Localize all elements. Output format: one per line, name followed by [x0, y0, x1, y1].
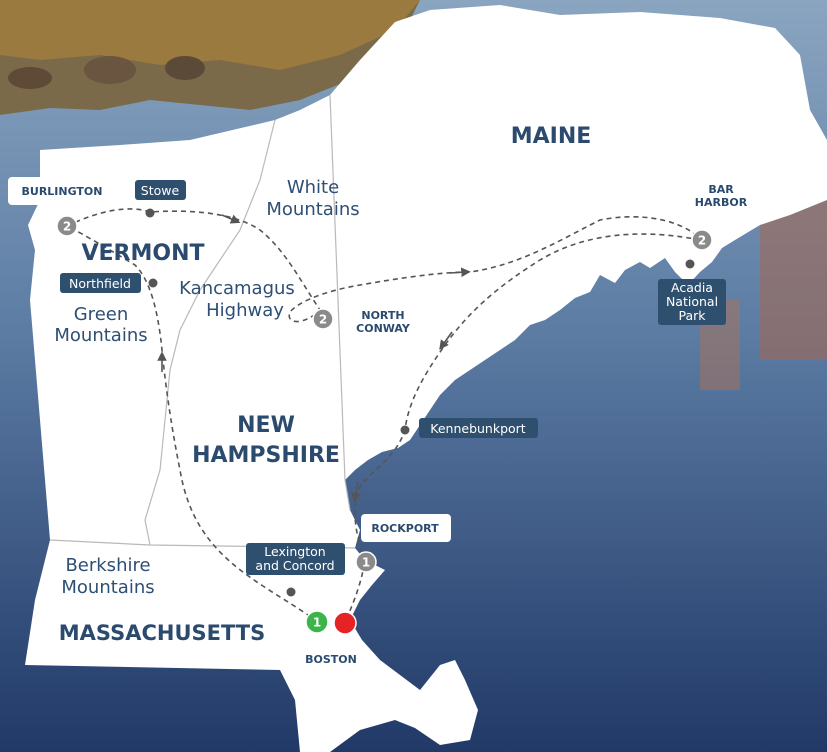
state-label-vermont: VERMONT [81, 241, 204, 266]
stop-dot-lexington [286, 587, 296, 597]
end-marker-boston [333, 611, 357, 635]
rock [8, 67, 52, 89]
route-arrow [449, 267, 471, 278]
region-berkshire-1: Berkshire [65, 555, 150, 576]
city-boston: BOSTON [305, 653, 357, 666]
tag-lexington-box [246, 543, 345, 575]
route-arrow [439, 331, 453, 350]
state-border [329, 94, 351, 511]
stop-dot-acadia [685, 259, 695, 269]
city-bar-harbor-2: HARBOR [695, 196, 748, 209]
stop-dot-stowe [145, 208, 155, 218]
badge-rockport-count: 1 [362, 556, 370, 570]
foliage-reflection [760, 200, 827, 360]
city-rockport: ROCKPORT [371, 522, 439, 535]
region-berkshire-2: Mountains [61, 577, 154, 598]
badge-rockport [355, 551, 377, 573]
state-label-nh-2: HAMPSHIRE [192, 443, 340, 468]
region-white-mountains-2: Mountains [266, 199, 359, 220]
route-arrow [221, 214, 241, 224]
badge-north-conway [312, 308, 334, 330]
city-north-conway-1: NORTH [361, 309, 404, 322]
massachusetts-land [25, 540, 478, 752]
tag-lexington-1: Lexington [264, 544, 325, 559]
tag-acadia-3: Park [678, 308, 706, 323]
region-white-mountains-1: White [287, 177, 339, 198]
region-kancamagus-2: Highway [206, 300, 284, 321]
burlington-label-box [8, 177, 116, 205]
badge-burlington-count: 2 [63, 220, 71, 234]
state-border [144, 119, 276, 546]
route-line [65, 208, 701, 623]
city-burlington: BURLINGTON [22, 185, 103, 198]
route-arrow [351, 481, 361, 503]
state-label-massachusetts: MASSACHUSETTS [59, 621, 265, 645]
badge-bar-harbor-count: 2 [698, 234, 706, 248]
rockport-label-box [361, 514, 451, 542]
rock [84, 56, 136, 84]
tag-northfield-box [60, 273, 141, 293]
tag-kennebunkport-box [419, 418, 538, 438]
stop-dot-kennebunkport [400, 425, 410, 435]
tag-stowe: Stowe [141, 183, 180, 198]
rock [165, 56, 205, 80]
badge-boston-start-count: 1 [313, 616, 321, 630]
maine-land [330, 5, 827, 480]
badge-boston-start [305, 610, 329, 634]
shore-grass [0, 0, 420, 70]
tag-acadia-2: National [666, 294, 718, 309]
region-green-mountains-1: Green [74, 304, 129, 325]
badge-bar-harbor [691, 229, 713, 251]
badge-north-conway-count: 2 [319, 313, 327, 327]
state-label-nh-1: NEW [237, 413, 295, 438]
tag-kennebunkport: Kennebunkport [430, 421, 526, 436]
tag-acadia-box [658, 279, 726, 325]
city-north-conway-2: CONWAY [356, 322, 411, 335]
tag-stowe-box [135, 180, 186, 200]
region-green-mountains-2: Mountains [54, 325, 147, 346]
city-bar-harbor-1: BAR [708, 183, 734, 196]
tag-northfield: Northfield [69, 276, 131, 291]
stop-dot-northfield [148, 278, 158, 288]
tag-lexington-2: and Concord [255, 558, 334, 573]
region-kancamagus-1: Kancamagus [179, 278, 295, 299]
state-label-maine: MAINE [511, 124, 592, 149]
badge-burlington [56, 215, 78, 237]
tag-acadia-1: Acadia [671, 280, 713, 295]
vermont-land [28, 120, 275, 545]
new-hampshire-land [145, 95, 360, 548]
